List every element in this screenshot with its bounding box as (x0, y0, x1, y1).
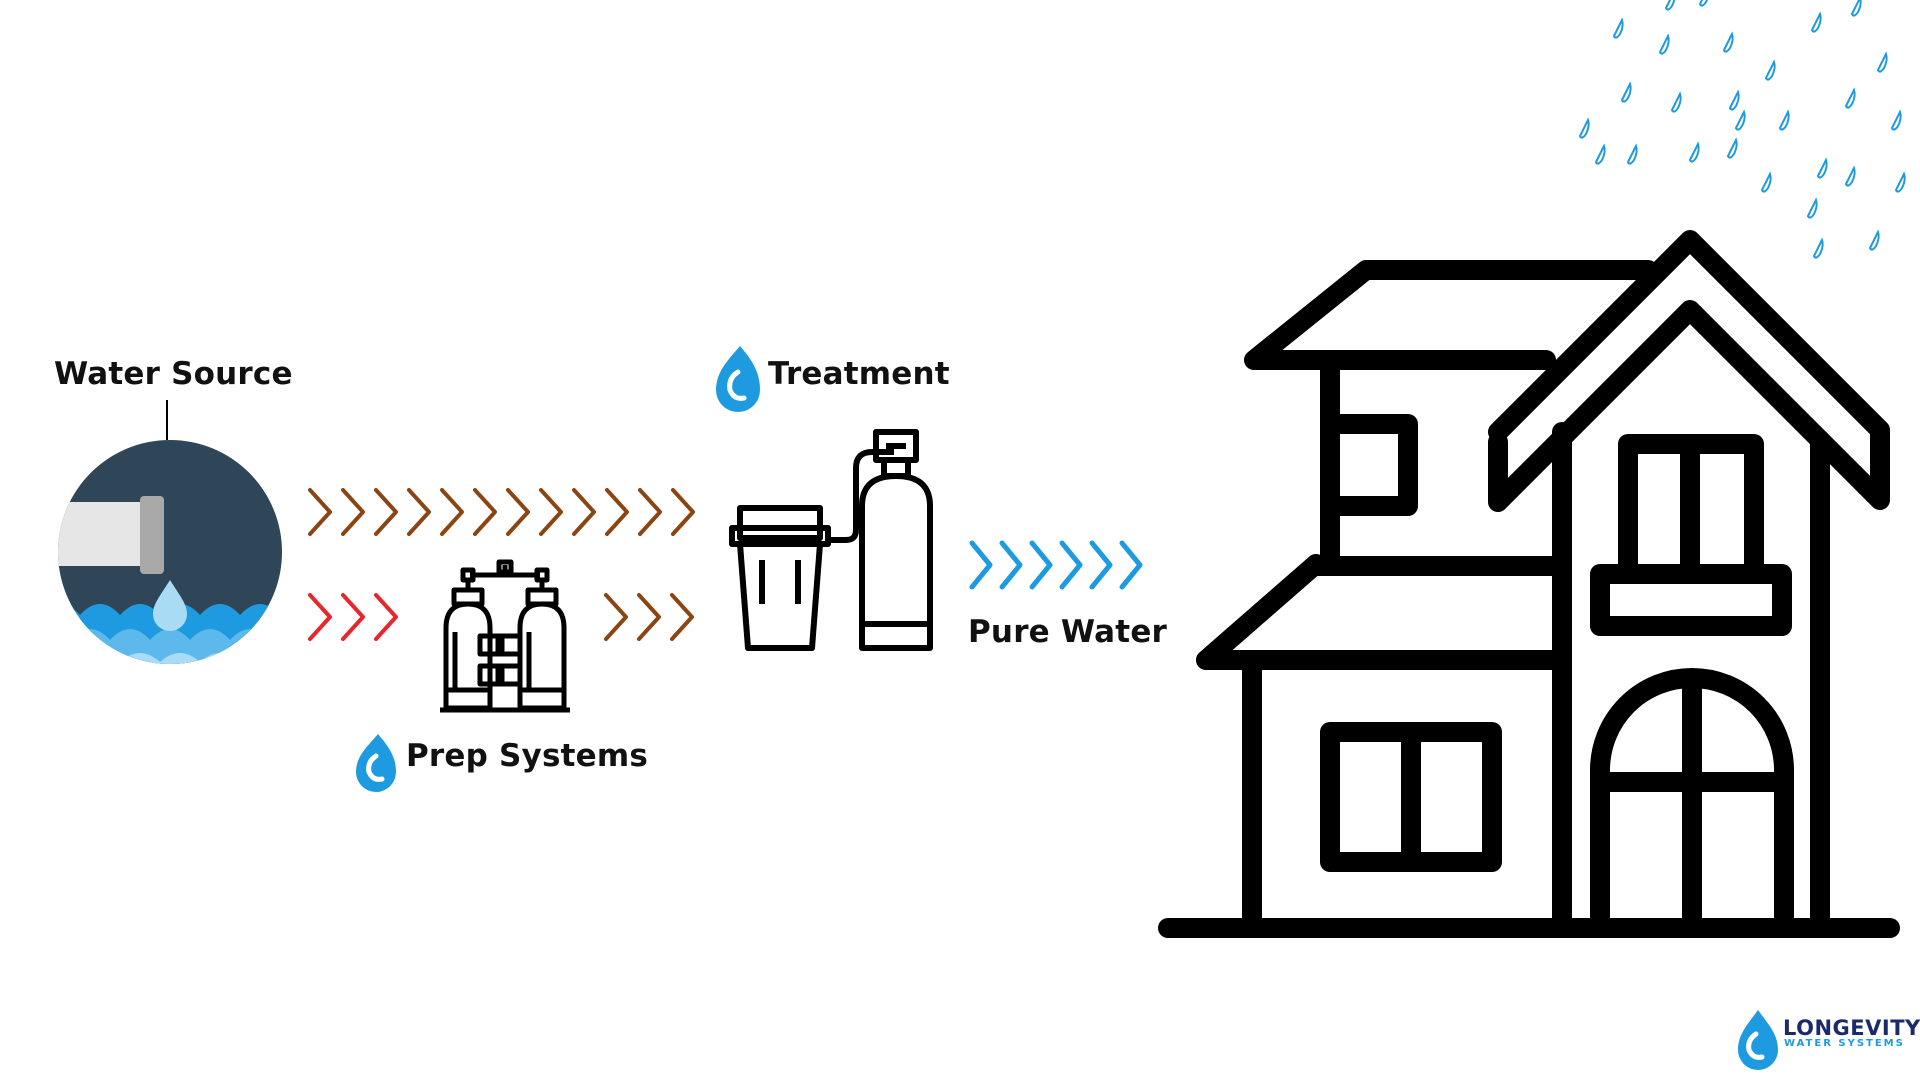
logo-drop-icon (1738, 1010, 1778, 1070)
rain-drop-icon (1664, 0, 1676, 11)
flow-arrows-red (308, 593, 398, 641)
chevron-right-icon (572, 488, 596, 536)
water-softener-tanks-icon (440, 559, 570, 713)
rain-drop-icon (1760, 171, 1772, 193)
rain-drop-icon (1722, 31, 1734, 53)
chevron-right-icon (671, 488, 695, 536)
prep-drop-icon (356, 734, 396, 792)
rain-drop-icon (1626, 143, 1638, 165)
rain-drop-icon (1890, 109, 1902, 131)
rain-drop-icon (1594, 143, 1606, 165)
chevron-right-icon (341, 593, 365, 641)
chevron-right-icon (638, 488, 662, 536)
rain-drop-icon (1670, 91, 1682, 113)
treatment-label: Treatment (768, 356, 950, 392)
chevron-right-icon (440, 488, 464, 536)
chevron-right-icon (605, 488, 629, 536)
flow-arrows-brown-bottom (604, 593, 694, 641)
flow-arrows-brown-top (308, 488, 695, 536)
rain-drop-icon (1698, 0, 1708, 7)
rain-drop-icon (1806, 197, 1818, 219)
rain-drop-icon (1868, 229, 1880, 251)
flow-arrows-blue (969, 540, 1143, 590)
water-source-label: Water Source (54, 356, 293, 392)
pure-water-label: Pure Water (968, 614, 1168, 650)
rain-drop-icon (1734, 109, 1746, 131)
chevron-right-icon (374, 488, 398, 536)
rain-drop-icon (1844, 87, 1856, 109)
chevron-right-icon (1029, 540, 1053, 590)
chevron-right-icon (604, 593, 628, 641)
rain-drop-icon (1876, 51, 1888, 73)
chevron-right-icon (637, 593, 661, 641)
rain-drop-icon (1728, 89, 1740, 111)
chevron-right-icon (670, 593, 694, 641)
water-filter-icon (729, 429, 933, 651)
chevron-right-icon (999, 540, 1023, 590)
chevron-right-icon (341, 488, 365, 536)
rain-drop-icon (1658, 33, 1670, 55)
rain-drop-icon (1578, 117, 1590, 139)
rain-drop-icon (1850, 0, 1862, 17)
chevron-right-icon (473, 488, 497, 536)
chevron-right-icon (407, 488, 431, 536)
rain-icon (1578, 0, 1906, 259)
logo-name: LONGEVITY (1783, 1016, 1920, 1040)
rain-drop-icon (1620, 81, 1632, 103)
treatment-drop-icon (716, 346, 760, 412)
falling-drop-icon (153, 580, 187, 631)
rain-drop-icon (1764, 59, 1776, 81)
rain-drop-icon (1894, 171, 1906, 193)
rain-drop-icon (1816, 157, 1828, 179)
chevron-right-icon (374, 593, 398, 641)
chevron-right-icon (1089, 540, 1113, 590)
chevron-right-icon (1059, 540, 1083, 590)
rain-drop-icon (1844, 165, 1856, 187)
chevron-right-icon (539, 488, 563, 536)
rain-drop-icon (1612, 17, 1624, 39)
house-icon (1158, 230, 1900, 938)
rain-drop-icon (1778, 109, 1790, 131)
rain-drop-icon (1726, 137, 1738, 159)
rain-drop-icon (1812, 237, 1824, 259)
prep-systems-label: Prep Systems (406, 738, 648, 774)
water-source-icon (58, 440, 282, 664)
chevron-right-icon (1119, 540, 1143, 590)
rain-drop-icon (1810, 11, 1822, 33)
chevron-right-icon (308, 593, 332, 641)
chevron-right-icon (506, 488, 530, 536)
chevron-right-icon (308, 488, 332, 536)
chevron-right-icon (969, 540, 993, 590)
logo-tagline: WATER SYSTEMS (1784, 1038, 1905, 1049)
rain-drop-icon (1688, 141, 1700, 163)
